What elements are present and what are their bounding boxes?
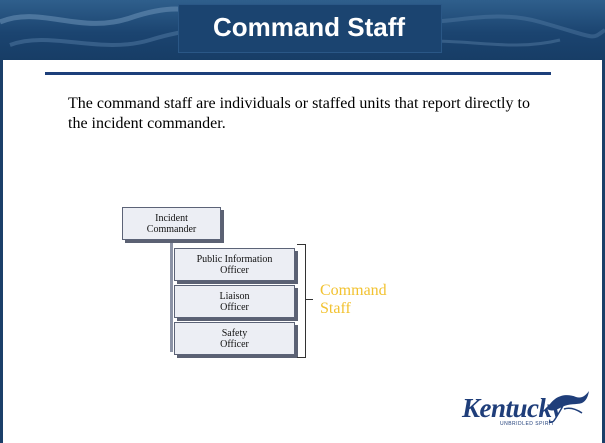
title-underline [45,72,551,75]
safety-line2: Officer [220,338,249,350]
left-border [0,60,3,443]
public-information-officer-box: Public Information Officer [174,248,295,281]
pio-line1: Public Information [196,253,273,265]
title-box [178,4,442,53]
incident-commander-box: Incident Commander [122,207,221,240]
liaison-line1: Liaison [219,290,250,302]
liaison-officer-box: Liaison Officer [174,285,295,318]
vertical-connector [170,242,173,352]
commander-line1: Incident [155,212,188,224]
pio-line2: Officer [220,264,249,276]
logo-wordmark: Kentucky [462,393,564,423]
horse-icon [547,391,589,414]
bracket-tick [305,299,313,300]
group-label-line1: Command [320,282,387,299]
command-staff-label: Command Staff [320,282,430,318]
kentucky-logo: Kentucky UNBRIDLED SPIRIT [462,387,590,431]
group-bracket [297,244,306,358]
right-border [602,60,605,443]
body-text: The command staff are individuals or sta… [68,95,530,132]
logo-tagline: UNBRIDLED SPIRIT [500,421,555,427]
safety-officer-box: Safety Officer [174,322,295,355]
slide-title: Command Staff [212,12,406,42]
group-label-line2: Staff [320,300,351,317]
commander-line2: Commander [146,223,197,235]
safety-line1: Safety [221,327,248,339]
liaison-line2: Officer [220,301,249,313]
